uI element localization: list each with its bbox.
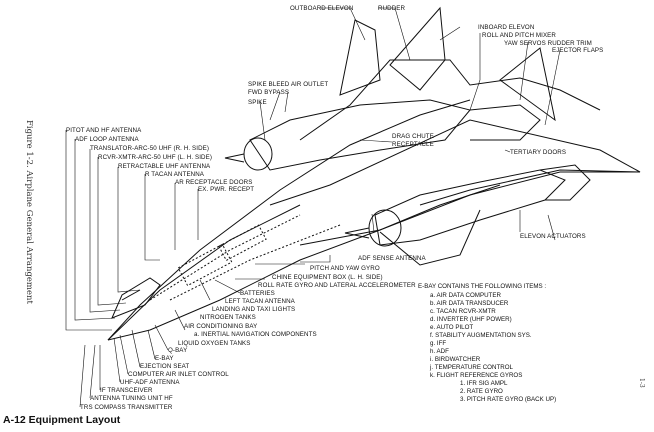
label-adf-sense: ADF SENSE ANTENNA (358, 255, 426, 262)
label-qbay: Q-BAY (168, 347, 187, 354)
label-batteries: BATTERIES (240, 290, 275, 297)
caption: A-12 Equipment Layout (3, 414, 121, 426)
canopy-frame (121, 289, 141, 301)
label-fwd-bypass: FWD BYPASS (248, 89, 289, 96)
label-pitot: PITOT AND HF ANTENNA (66, 127, 142, 134)
rudder-far (389, 6, 446, 91)
ebay-item: c. TACAN RCVR-XMTR (430, 308, 496, 315)
label-landing-lights: LANDING AND TAXI LIGHTS (212, 306, 295, 313)
label-spike: SPIKE (248, 99, 267, 106)
ebay-list: E-BAY CONTAINS THE FOLLOWING ITEMS : a. … (418, 283, 556, 403)
wing-upper (269, 119, 641, 206)
label-lox: LIQUID OXYGEN TANKS (178, 340, 251, 347)
near-nacelle (374, 169, 566, 246)
label-air-cond: AIR CONDITIONING BAY (184, 323, 257, 330)
label-outboard-elevon: OUTBOARD ELEVON (290, 5, 353, 12)
label-translator: TRANSLATOR-ARC-50 UHF (R. H. SIDE) (90, 145, 209, 152)
label-nitrogen: NITROGEN TANKS (200, 314, 256, 321)
ebay-item: k. FLIGHT REFERENCE GYROS (430, 372, 522, 379)
far-exhaust (469, 104, 541, 141)
label-retractable-uhf: RETRACTABLE UHF ANTENNA (118, 163, 211, 170)
label-adf-loop: ADF LOOP ANTENNA (75, 136, 139, 143)
label-if-transceiver: IF TRANSCEIVER (100, 387, 153, 394)
label-ebay: E-BAY (155, 355, 174, 362)
ebay-item: f. STABILITY AUGMENTATION SYS. (430, 332, 532, 339)
ebay-subitem: 1. IFR SIG AMPL (460, 380, 508, 387)
label-left-tacan: LEFT TACAN ANTENNA (225, 298, 296, 305)
ebay-item: d. INVERTER (UHF POWER) (430, 316, 512, 323)
label-elevon-actuators: ELEVON ACTUATORS (520, 233, 586, 240)
label-ejector-flaps: EJECTOR FLAPS (552, 47, 603, 54)
e-bay-box (177, 243, 233, 287)
label-chine-box: CHINE EQUIPMENT BOX (L. H. SIDE) (272, 274, 383, 281)
ebay-subitem: 3. PITCH RATE GYRO (BACK UP) (460, 396, 556, 403)
label-antenna-tuning: ANTENNA TUNING UNIT HF (90, 395, 173, 402)
figure-title: Figure 1-2. Airplane General Arrangement (24, 120, 34, 304)
ebay-item: g. IFF (430, 340, 446, 347)
label-rudder: RUDDER (378, 5, 406, 12)
ebay-subitem: 2. RATE GYRO (460, 388, 503, 395)
label-pitch-yaw-gyro: PITCH AND YAW GYRO (310, 265, 380, 272)
far-spike (224, 153, 245, 163)
label-roll-pitch-mixer: ROLL AND PITCH MIXER (482, 32, 556, 39)
label-ar-receptacle: AR RECEPTACLE DOORS (175, 179, 252, 186)
q-bay-box (218, 224, 267, 262)
label-inertial: a. INERTIAL NAVIGATION COMPONENTS (194, 331, 317, 338)
label-roll-rate-gyro: ROLL RATE GYRO AND LATERAL ACCELEROMETER (258, 282, 416, 289)
label-r-tacan: R TACAN ANTENNA (145, 171, 205, 178)
label-computer-air: COMPUTER AIR INLET CONTROL (128, 371, 229, 378)
fuselage-upper-chine (107, 99, 471, 341)
leader-lines (65, 7, 561, 408)
ebay-item: j. TEMPERATURE CONTROL (429, 364, 514, 371)
fin-near (499, 47, 556, 122)
label-uhf-adf: UHF-ADF ANTENNA (120, 379, 180, 386)
aircraft-outline (107, 6, 641, 341)
label-tertiary-doors: TERTIARY DOORS (510, 149, 566, 156)
label-spike-bleed: SPIKE BLEED AIR OUTLET (248, 81, 328, 88)
fuselage-top-line (107, 204, 301, 341)
far-nacelle (249, 99, 471, 171)
ebay-item: i. BIRDWATCHER (430, 356, 481, 363)
label-rcvr-xmtr: RCVR-XMTR-ARC-50 UHF (L. H. SIDE) (98, 154, 212, 161)
ebay-item: a. AIR DATA COMPUTER (430, 292, 501, 299)
page-number: 1-3 (638, 378, 645, 388)
near-spike (344, 227, 370, 239)
near-exhaust (539, 164, 591, 201)
ebay-item: e. AUTO PILOT (430, 324, 473, 331)
ebay-item: h. ADF (430, 348, 449, 355)
fin-far (339, 19, 381, 96)
internal-bay-dashed-2 (169, 224, 341, 301)
label-drag-chute: DRAG CHUTE (392, 133, 434, 140)
label-trs-compass: TRS COMPASS TRANSMITTER (80, 404, 173, 411)
label-inboard-elevon: INBOARD ELEVON (478, 24, 534, 31)
label-ex-pwr: EX. PWR. RECEPT (198, 186, 254, 193)
ebay-heading: E-BAY CONTAINS THE FOLLOWING ITEMS : (418, 283, 546, 290)
ebay-item: b. AIR DATA TRANSDUCER (430, 300, 509, 307)
wing-lower-fillet (379, 209, 481, 266)
fuselage-lower-chine (107, 184, 501, 341)
label-receptacle: RECEPTACLE (392, 141, 434, 148)
label-yaw-servos: YAW SERVOS RUDDER TRIM (504, 40, 592, 47)
far-inlet (243, 137, 273, 171)
far-wing (299, 59, 601, 141)
label-ejection-seat: EJECTION SEAT (140, 363, 189, 370)
canopy (111, 277, 161, 319)
